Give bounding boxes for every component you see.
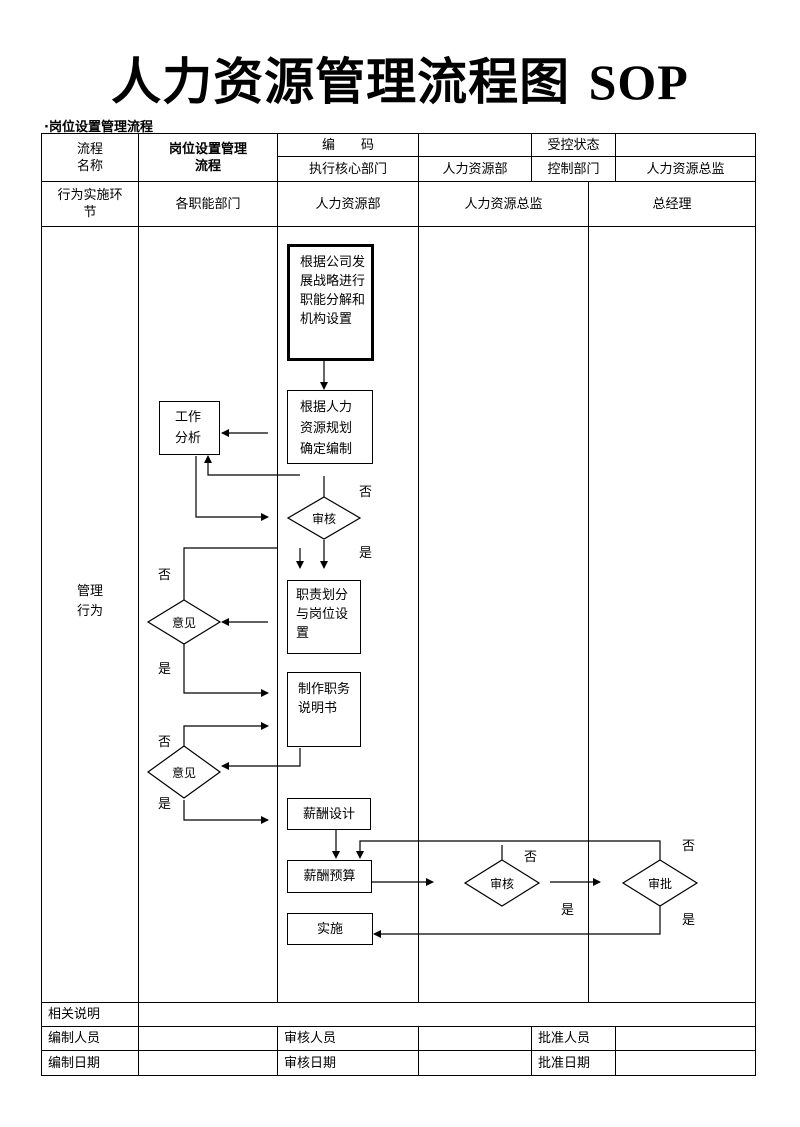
control-dept-value: 人力资源总监 (646, 161, 725, 177)
node-start: 根据公司发 展战略进行 职能分解和 机构设置 (287, 244, 374, 361)
reviewed-date-value (419, 1051, 531, 1075)
lane-hr-director: 人力资源总监 (464, 196, 543, 212)
review2-no-label: 否 (524, 850, 538, 865)
approved-date-label: 批准日期 (538, 1055, 591, 1071)
review1-diamond (286, 496, 362, 540)
title-main: 人力资源管理流程图 (111, 53, 571, 111)
approve-no-label: 否 (682, 839, 696, 854)
approved-by-label: 批准人员 (538, 1031, 591, 1046)
node-implement: 实施 (287, 913, 373, 945)
reviewed-date-label: 审核日期 (284, 1055, 337, 1071)
opinion1-no-label: 否 (158, 568, 172, 583)
reviewed-by-label: 审核人员 (284, 1031, 337, 1046)
review2-yes-label: 是 (561, 903, 575, 918)
opinion2-diamond (146, 745, 222, 799)
control-dept-label: 控制部门 (547, 161, 600, 177)
prepared-by-value (139, 1027, 277, 1050)
process-name-label: 流程 名称 (76, 141, 103, 174)
review1-no-label: 否 (359, 485, 373, 500)
opinion1-label: 意见 (171, 616, 196, 630)
process-name-value: 岗位设置管理 流程 (168, 141, 247, 174)
notes-label: 相关说明 (48, 1007, 101, 1022)
node-job-analysis: 工作 分析 (159, 401, 220, 455)
review2-diamond (463, 859, 541, 907)
lane-functional-depts: 各职能部门 (175, 196, 241, 212)
node-job-description: 制作职务 说明书 (287, 672, 361, 747)
review2-label: 审核 (489, 877, 514, 891)
node-salary-design: 薪酬设计 (287, 798, 371, 830)
management-behavior-label: 管理 行为 (76, 584, 103, 619)
approved-by-value (616, 1027, 755, 1050)
opinion2-label: 意见 (171, 766, 196, 780)
control-status-label: 受控状态 (547, 137, 600, 153)
node-responsibility: 职责划分 与岗位设 置 (287, 580, 361, 654)
approve-label: 审批 (647, 877, 672, 891)
lane-hr-dept: 人力资源部 (315, 196, 381, 212)
subtitle: ·岗位设置管理流程 (44, 120, 153, 135)
prepared-date-label: 编制日期 (48, 1055, 101, 1071)
approve-diamond (621, 859, 699, 907)
node-salary-budget: 薪酬预算 (287, 860, 372, 893)
node-plan: 根据人力 资源规划 确定编制 (287, 390, 373, 464)
exec-dept-value: 人力资源部 (442, 161, 508, 177)
prepared-date-value (139, 1051, 277, 1075)
code-label: 编 码 (321, 137, 374, 153)
title-suffix: SOP (588, 54, 689, 110)
approve-yes-label: 是 (682, 913, 696, 928)
review1-yes-label: 是 (359, 546, 373, 561)
review1-label: 审核 (311, 512, 336, 526)
approved-date-value (616, 1051, 755, 1075)
opinion2-yes-label: 是 (158, 797, 172, 812)
notes-value (139, 1003, 755, 1026)
lane-general-manager: 总经理 (652, 196, 692, 212)
opinion1-diamond (146, 599, 222, 645)
reviewed-by-value (419, 1027, 531, 1050)
opinion2-no-label: 否 (158, 735, 172, 750)
stage-label: 行为实施环 节 (57, 188, 123, 220)
exec-dept-label: 执行核心部门 (308, 161, 387, 177)
page-title: 人力资源管理流程图 SOP (0, 52, 800, 112)
opinion1-yes-label: 是 (158, 662, 172, 677)
prepared-by-label: 编制人员 (48, 1031, 101, 1046)
